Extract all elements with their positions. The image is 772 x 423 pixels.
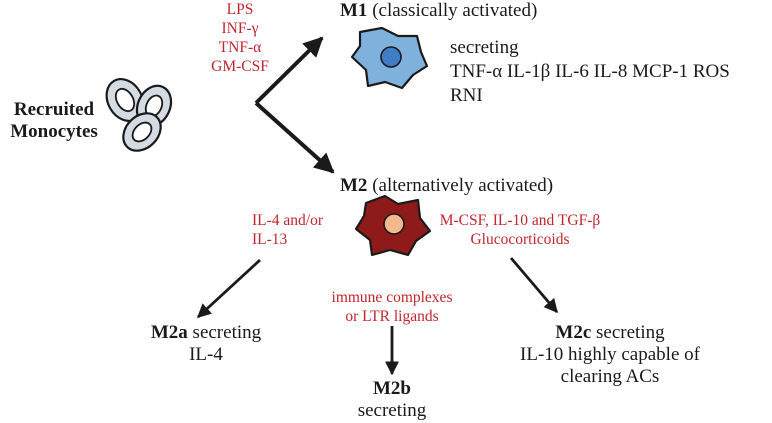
m2c-product: IL-10 highly capable of [520,344,700,365]
m2a-line1: M2a secreting [131,322,281,344]
monocytes-label-line1: Recruited [13,99,95,120]
m2b-name: M2b [373,378,411,399]
stimulus-il4: IL-4 and/or [252,212,324,229]
m2-stimuli-left: IL-4 and/or IL-13 [252,211,323,249]
m1-nucleus [380,46,402,68]
m1-products: TNF-α IL-1β IL-6 IL-8 MCP-1 ROS [450,61,730,82]
m2-name: M2 [340,175,368,196]
stimulus-mcsf-il10-tgfb: M-CSF, IL-10 and TGF-β [439,212,601,229]
m2-title: M2 (alternatively activated) [340,175,553,197]
monocyte-cluster [105,78,173,152]
monocytes-label-line2: Monocytes [10,121,98,142]
stimulus-glucocorticoids: Glucocorticoids [470,231,570,248]
m2-activation: (alternatively activated) [372,175,554,196]
m2a-name: M2a [150,322,188,343]
stimulus-gm-csf: GM-CSF [211,58,269,75]
stimulus-il13: IL-13 [252,231,288,248]
m2-nucleus [383,213,405,235]
m2c-label: M2c secreting IL-10 highly capable of cl… [490,322,730,388]
m2c-secreting: secreting [596,322,665,343]
m2c-name: M2c [555,322,592,343]
m2b-label: M2b secreting [342,378,442,422]
m1-activation: (classically activated) [372,0,538,21]
m1-products-line2: RNI [450,85,483,106]
stimulus-tnf-alpha: TNF-α [218,39,262,56]
m2a-label: M2a secreting IL-4 [131,322,281,366]
stimulus-inf-gamma: INF-γ [221,20,259,37]
m2c-line1: M2c secreting [490,322,730,344]
monocyte-cell [105,78,145,122]
monocyte-cell [122,112,162,152]
arrow-to-m1 [254,36,324,105]
recruited-monocytes-label: Recruited Monocytes [4,99,104,143]
m2c-product-line3: clearing ACs [560,366,660,387]
arrow-to-m2a [196,258,261,319]
m1-name: M1 [340,0,368,21]
m1-title: M1 (classically activated) [340,0,537,22]
m2b-secreting: secreting [357,400,427,421]
m2a-secreting: secreting [192,322,262,343]
m1-secreting-label: secreting [450,37,519,58]
m2-stimuli-right: M-CSF, IL-10 and TGF-β Glucocorticoids [430,211,610,249]
m1-macrophage-cell [350,26,429,90]
m2-stimuli-mid: immune complexes or LTR ligands [330,288,454,326]
arrow-to-m2c [509,257,559,314]
stimulus-lps: LPS [226,1,254,18]
arrow-to-m2 [254,101,335,174]
m2a-product: IL-4 [189,344,223,365]
stimulus-immune-complexes: immune complexes [331,289,453,306]
m1-stimuli: LPS INF-γ TNF-α GM-CSF [190,0,290,76]
m2-macrophage-cell [354,194,432,257]
stimulus-ltr-ligands: or LTR ligands [345,308,439,325]
